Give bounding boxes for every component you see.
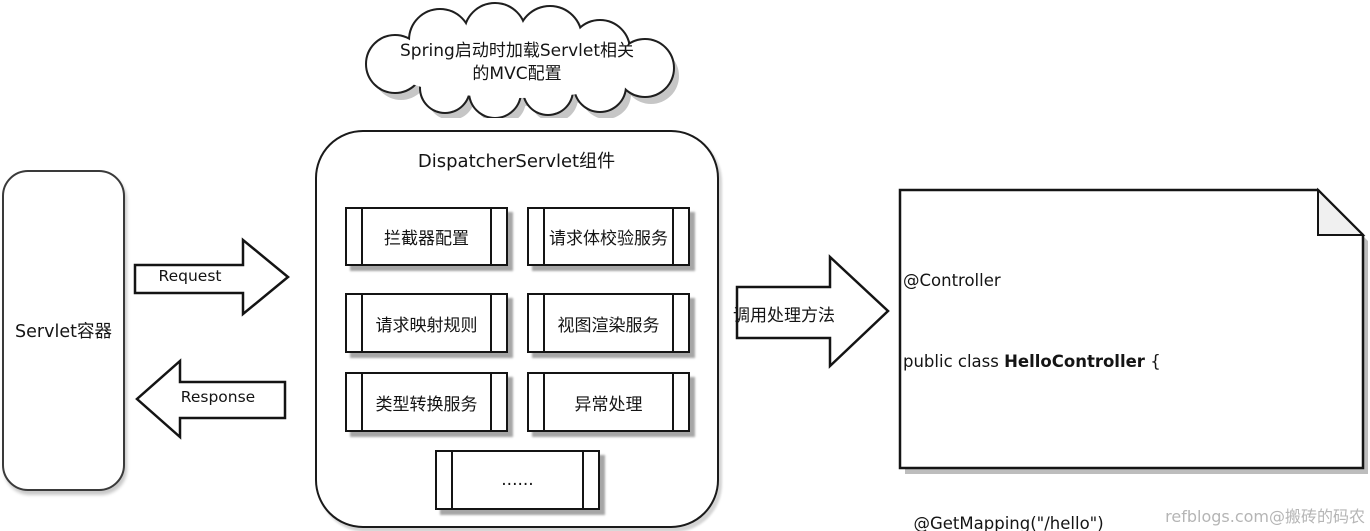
component-right-bar <box>672 374 674 430</box>
code-note-folded-corner <box>1317 187 1366 236</box>
component-box-request-body-validation: 请求体校验服务 <box>527 207 690 266</box>
watermark-text: refblogs.com@搬砖的码农 <box>1165 507 1365 526</box>
response-arrow-label: Response <box>180 388 256 406</box>
servlet-container-box: Servlet容器 <box>2 170 125 491</box>
component-label: ...... <box>501 470 534 490</box>
response-arrow <box>135 358 287 440</box>
component-right-bar <box>672 209 674 264</box>
component-left-bar <box>451 452 453 508</box>
component-label: 类型转换服务 <box>375 394 478 415</box>
code-note-shape <box>898 187 1368 474</box>
code-text: @Controller <box>903 271 1001 290</box>
component-label: 异常处理 <box>574 394 643 415</box>
servlet-container-label: Servlet容器 <box>15 322 112 342</box>
component-right-bar <box>582 452 584 508</box>
component-box-interceptor-config: 拦截器配置 <box>345 207 508 266</box>
request-arrow-label: Request <box>158 267 222 285</box>
component-box-exception-handling: 异常处理 <box>527 372 690 432</box>
invoke-handler-arrow <box>735 254 890 369</box>
component-left-bar <box>361 374 363 430</box>
component-box-request-mapping-rules: 请求映射规则 <box>345 293 508 353</box>
component-right-bar <box>490 295 492 351</box>
code-line: @Controller <box>903 267 1358 294</box>
component-right-bar <box>672 295 674 351</box>
component-box-more: ...... <box>435 450 600 510</box>
component-left-bar <box>361 209 363 264</box>
code-text: public class <box>903 352 1005 371</box>
component-left-bar <box>543 209 545 264</box>
component-left-bar <box>543 374 545 430</box>
cloud-note-line2: 的MVC配置 <box>472 64 562 84</box>
component-label: 拦截器配置 <box>384 229 469 249</box>
component-left-bar <box>543 295 545 351</box>
component-label: 视图渲染服务 <box>557 315 660 336</box>
code-line: @GetMapping("/hello") <box>903 510 1358 531</box>
component-box-type-conversion-service: 类型转换服务 <box>345 372 508 432</box>
component-label: 请求映射规则 <box>375 315 478 336</box>
component-box-view-render-service: 视图渲染服务 <box>527 293 690 353</box>
component-right-bar <box>490 374 492 430</box>
cloud-fill <box>367 4 673 117</box>
code-block: @Controller public class HelloController… <box>903 213 1358 531</box>
code-text: { <box>1144 352 1161 371</box>
request-arrow <box>133 237 290 317</box>
cloud-shape <box>365 2 679 118</box>
code-line <box>903 429 1358 456</box>
cloud-note-text: Spring启动时加载Servlet相关 的MVC配置 <box>358 40 676 86</box>
code-text: @GetMapping("/hello") <box>903 514 1104 531</box>
invoke-handler-arrow-label: 调用处理方法 <box>733 306 835 326</box>
code-note-page <box>898 188 1365 470</box>
dispatcher-title: DispatcherServlet组件 <box>417 151 616 172</box>
code-line: public class HelloController { <box>903 348 1358 375</box>
component-left-bar <box>361 295 363 351</box>
code-text-bold: HelloController <box>1004 352 1145 371</box>
cloud-note-line1: Spring启动时加载Servlet相关 <box>399 41 634 61</box>
component-right-bar <box>490 209 492 264</box>
component-label: 请求体校验服务 <box>549 229 668 249</box>
